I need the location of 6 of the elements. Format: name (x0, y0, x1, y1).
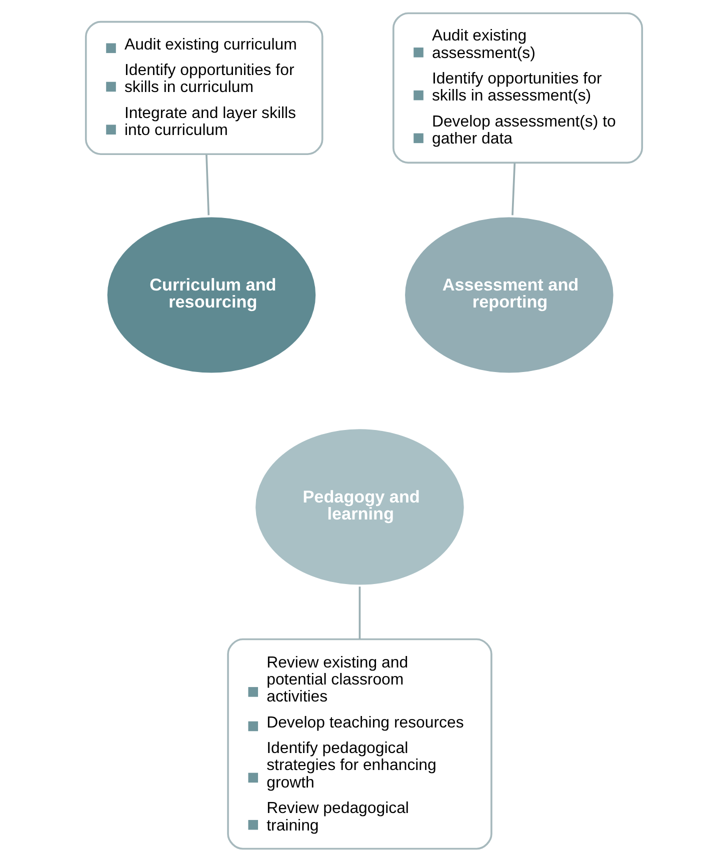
connector (511, 163, 516, 216)
connector (358, 586, 360, 639)
connector (205, 154, 210, 216)
node-box: Audit existing curriculum Identify opportunities for skills in curriculum Integrate and layer skills into curriculum (84, 20, 323, 156)
node-box: Review existing and potential classroom activities Develop teaching resources Identify pedagogical strategies for enhancing growth Review pedagogical training (226, 638, 492, 850)
node-box: Audit existing assessment(s) Identify opportunities for skills in assessment(s) Develop assessment(s) to gather data (392, 12, 643, 164)
